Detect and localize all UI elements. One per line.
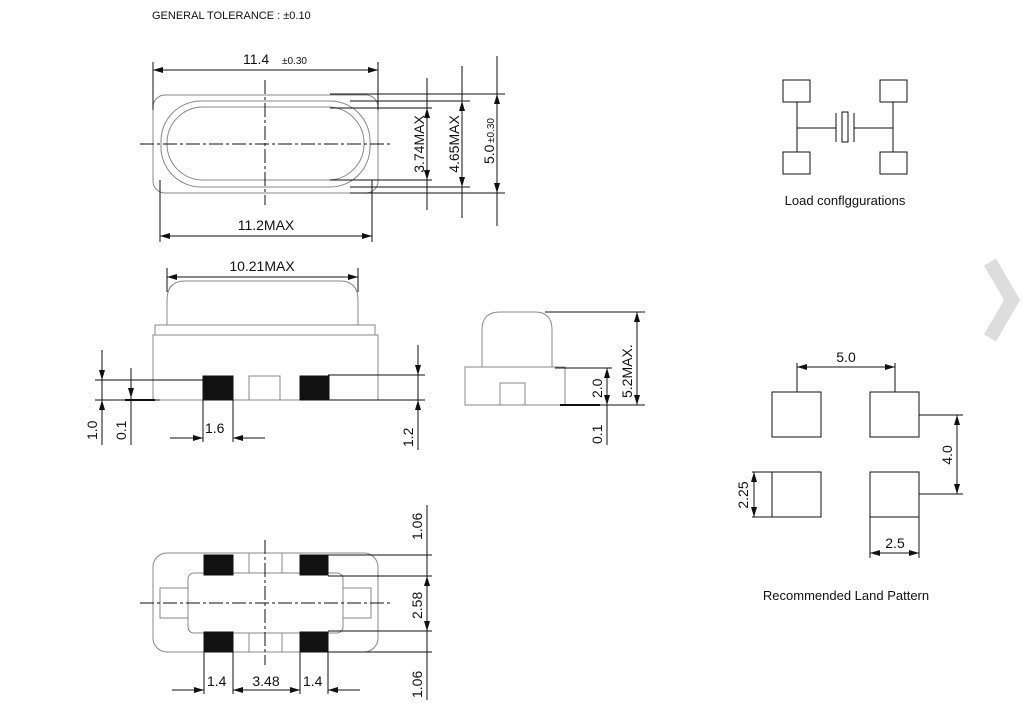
load-config-caption: Load conflggurations <box>785 193 906 208</box>
dim-pitch-y: 4.0 <box>939 445 955 465</box>
dim-pad-w: 2.5 <box>885 535 905 551</box>
dim-0-1-end: 0.1 <box>589 424 605 444</box>
crystal-symbol <box>841 111 849 143</box>
land-pattern-caption: Recommended Land Pattern <box>763 588 929 603</box>
dim-3-74: 3.74MAX <box>411 115 427 173</box>
dim-length-tol: ±0.30 <box>282 56 307 67</box>
pad <box>299 375 330 401</box>
side-view: 10.21MAX 1.0 0.1 1.6 1.2 <box>84 258 425 450</box>
dim-length: 11.4 <box>243 51 269 67</box>
dim-pad-h: 2.25 <box>735 481 751 508</box>
dim-1-06-bottom: 1.06 <box>409 671 425 698</box>
dim-1-06-top: 1.06 <box>409 513 425 540</box>
dim-3-48: 3.48 <box>252 673 279 689</box>
dim-pitch-x: 5.0 <box>836 349 856 365</box>
end-view: 5.2MAX. 2.0 0.1 <box>464 311 645 445</box>
load-configuration-diagram: Load conflggurations <box>782 79 908 208</box>
dim-1-6: 1.6 <box>205 420 225 436</box>
dim-inner-length: 11.2MAX <box>238 217 295 233</box>
dim-1-4-left: 1.4 <box>207 673 227 689</box>
dim-5-2: 5.2MAX. <box>619 344 635 398</box>
general-tolerance: GENERAL TOLERANCE : ±0.10 <box>152 10 311 22</box>
bottom-view: 1.06 2.58 1.06 1.4 3.48 1.4 <box>140 505 432 700</box>
top-view: 11.4 ±0.30 11.2MAX 3.74MAX 4.65MAX 5.0 ±… <box>140 51 505 242</box>
land-pattern: 5.0 4.0 2.25 2.5 Recommended Land Patter… <box>735 349 963 603</box>
dim-2-0: 2.0 <box>589 378 605 398</box>
next-page-chevron-icon[interactable] <box>983 258 1021 342</box>
dim-1-2: 1.2 <box>400 427 416 447</box>
dim-4-65: 4.65MAX <box>446 115 462 173</box>
dim-0-1: 0.1 <box>113 420 129 440</box>
dim-2-58: 2.58 <box>409 592 425 619</box>
dim-5-0-tol: ±0.30 <box>486 118 497 143</box>
dim-1-0: 1.0 <box>84 420 100 440</box>
dim-5-0: 5.0 <box>481 144 497 164</box>
pad <box>202 375 234 401</box>
dim-10-21: 10.21MAX <box>229 258 295 274</box>
dim-1-4-right: 1.4 <box>303 673 323 689</box>
